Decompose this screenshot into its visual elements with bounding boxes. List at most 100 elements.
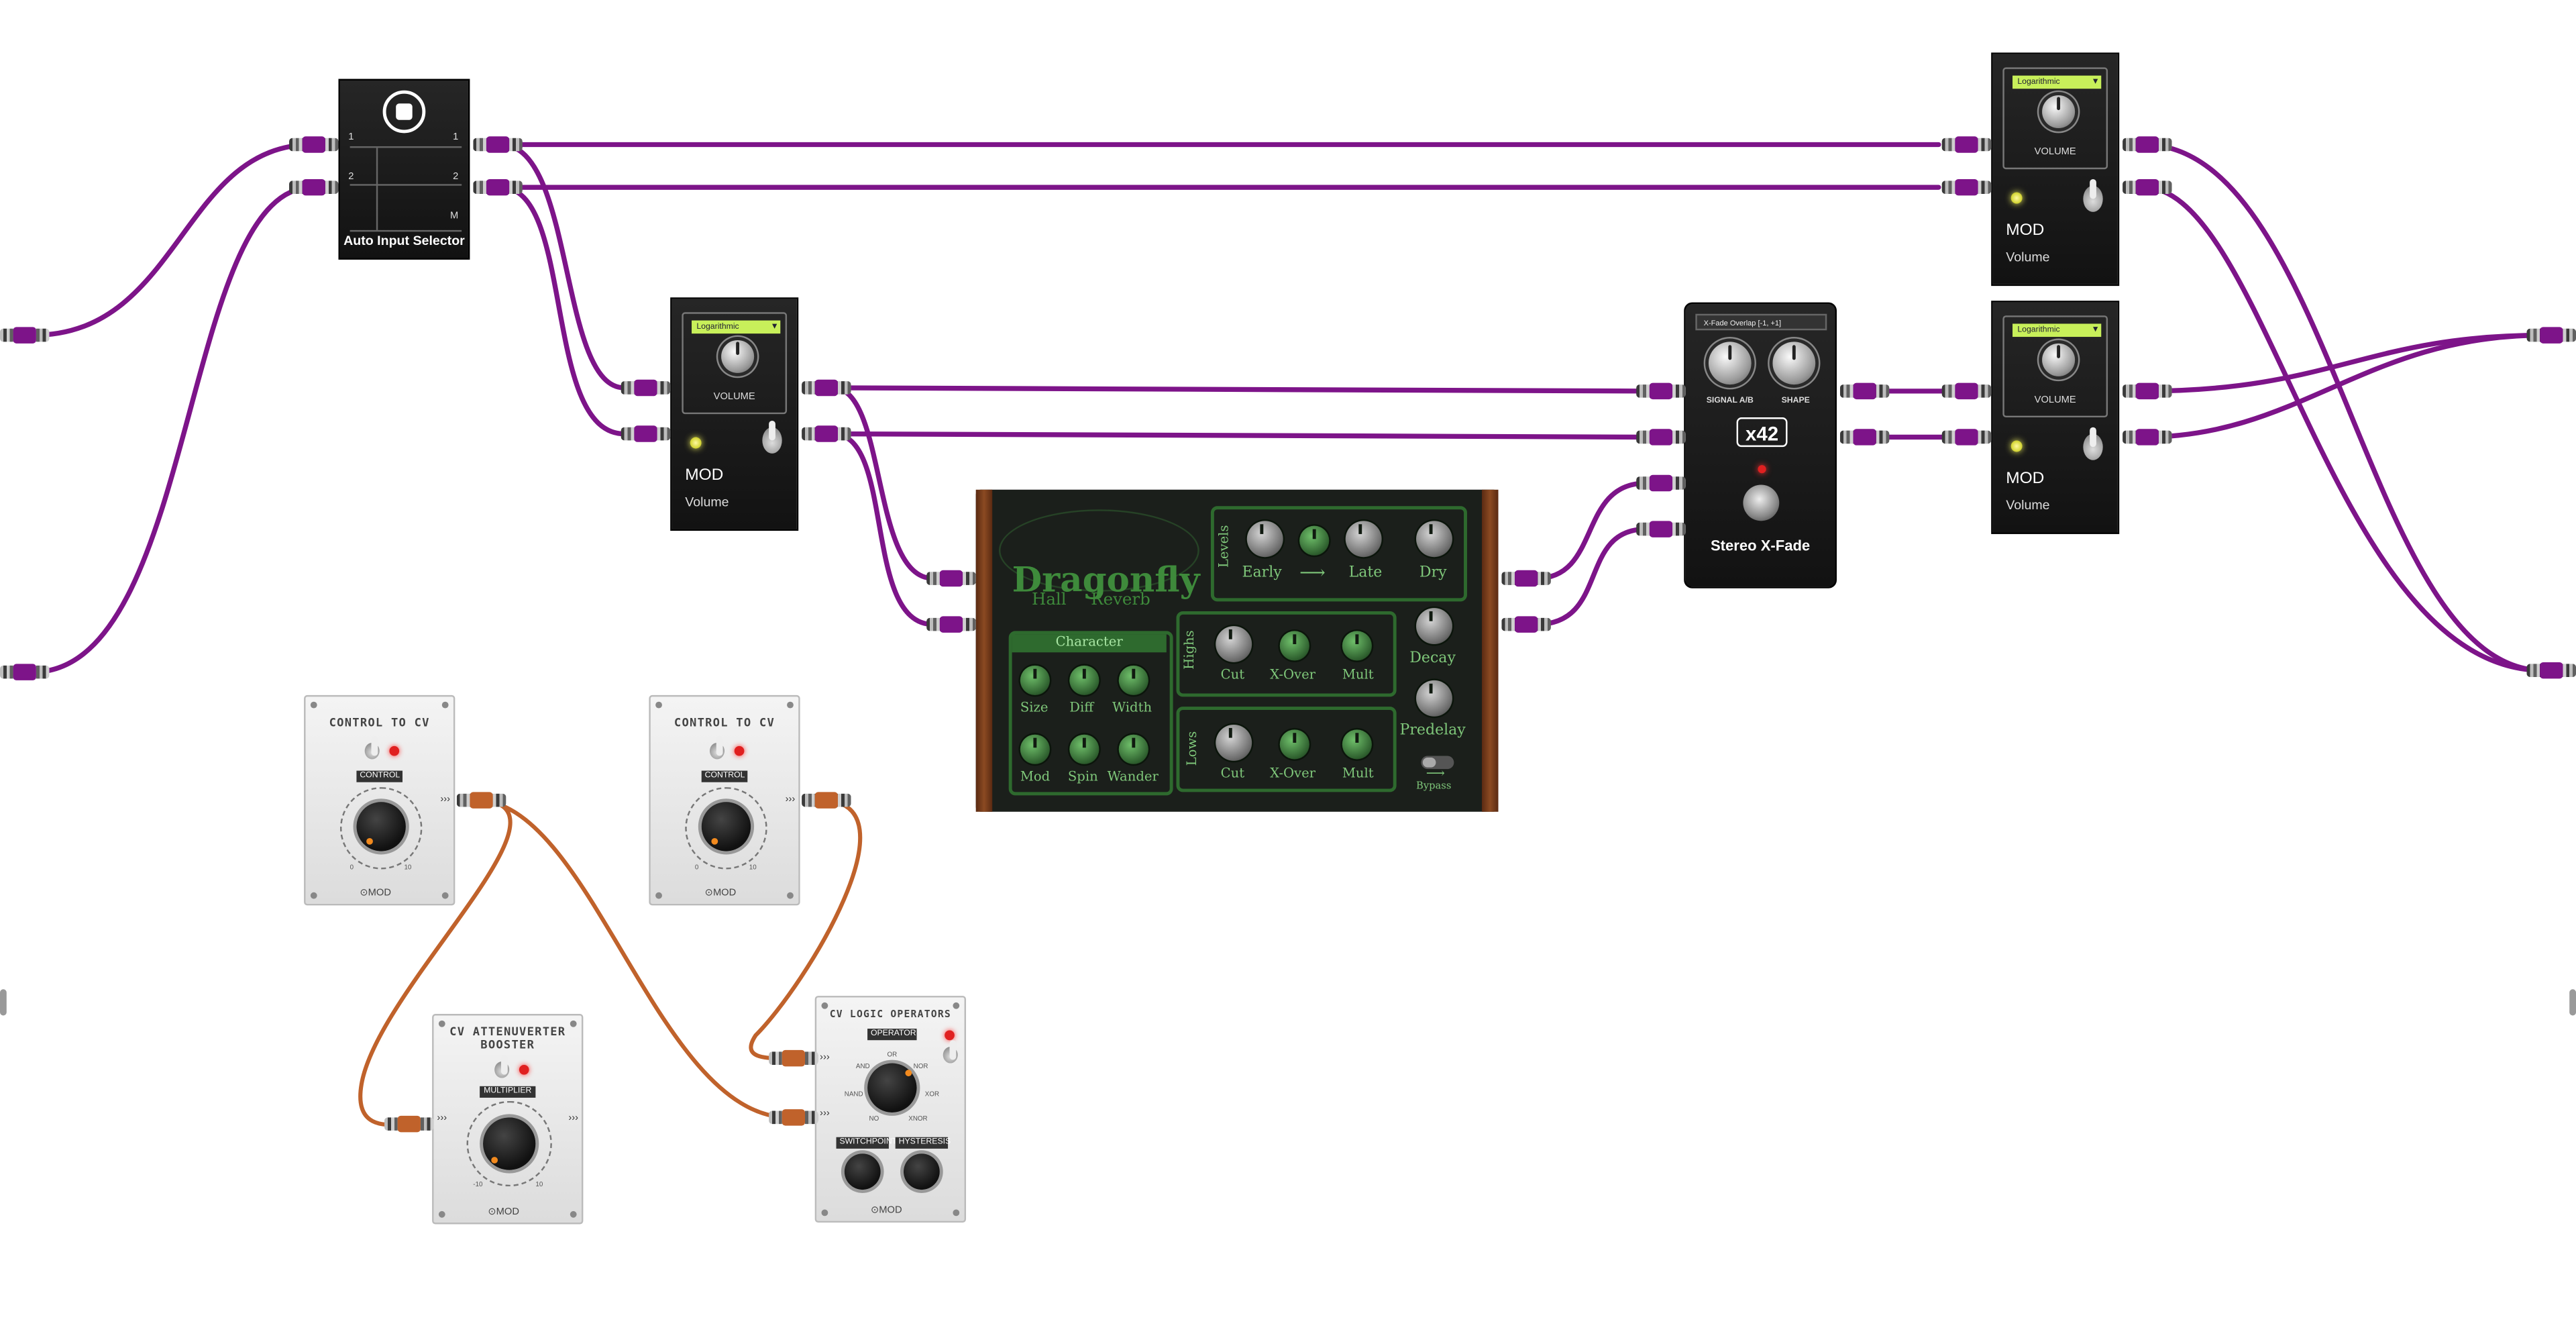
xfade-mode-select[interactable]: X-Fade Overlap [-1, +1] bbox=[1695, 313, 1827, 331]
output-jack[interactable] bbox=[802, 425, 851, 442]
input-jack[interactable] bbox=[1636, 382, 1686, 400]
cv-input-jack[interactable] bbox=[769, 1109, 818, 1126]
output-jack[interactable] bbox=[2123, 429, 2172, 446]
bypass-toggle[interactable] bbox=[1421, 756, 1454, 770]
mode-select[interactable]: Logarithmic bbox=[2012, 323, 2102, 338]
volume-knob[interactable] bbox=[2042, 95, 2076, 129]
output-jack[interactable] bbox=[2123, 178, 2172, 196]
hysteresis-knob[interactable] bbox=[903, 1153, 940, 1190]
audio-cable bbox=[1534, 526, 1649, 627]
output-jack[interactable] bbox=[1839, 382, 1890, 400]
output-jack[interactable] bbox=[1839, 429, 1890, 446]
control-knob[interactable] bbox=[356, 802, 406, 851]
input-jack[interactable] bbox=[1941, 178, 1992, 196]
cv-logic-operators-pedal[interactable]: CV LOGIC OPERATORS OPERATOR OR NOR AND X… bbox=[814, 996, 967, 1223]
early-knob[interactable] bbox=[1246, 521, 1283, 558]
bypass-footswitch[interactable] bbox=[762, 420, 782, 454]
mod-knob[interactable] bbox=[1020, 734, 1050, 764]
decay-knob[interactable] bbox=[1416, 608, 1452, 645]
wander-knob[interactable] bbox=[1118, 734, 1148, 764]
input-jack[interactable] bbox=[1636, 521, 1686, 537]
control-knob[interactable] bbox=[701, 802, 751, 851]
input-jack[interactable] bbox=[1636, 474, 1686, 492]
lows-mult-knob[interactable] bbox=[1342, 729, 1372, 760]
output-jack[interactable] bbox=[802, 379, 851, 397]
switchpoint-tag: SWITCHPOINT bbox=[836, 1137, 897, 1149]
diff-knob[interactable] bbox=[1069, 665, 1099, 695]
shape-knob[interactable] bbox=[1772, 342, 1816, 385]
switchpoint-knob[interactable] bbox=[844, 1153, 881, 1190]
predelay-knob[interactable] bbox=[1416, 680, 1452, 717]
bypass-footswitch[interactable] bbox=[2083, 427, 2103, 460]
input-jack[interactable] bbox=[621, 425, 671, 442]
multiplier-tag: MULTIPLIER bbox=[480, 1086, 536, 1098]
input-jack[interactable] bbox=[289, 178, 339, 196]
cv-output-jack[interactable] bbox=[802, 792, 851, 809]
early-late-link-knob[interactable] bbox=[1299, 525, 1330, 556]
output-jack[interactable] bbox=[2123, 382, 2172, 400]
output-jack[interactable] bbox=[1501, 570, 1551, 587]
input-jack[interactable] bbox=[1941, 136, 1992, 153]
pedal-title: CONTROL TO CV bbox=[674, 716, 775, 730]
highs-cut-knob[interactable] bbox=[1216, 626, 1252, 662]
input-2-label: 2 bbox=[348, 172, 354, 183]
board-output-jack[interactable] bbox=[2526, 662, 2576, 679]
output-jack[interactable] bbox=[473, 136, 523, 153]
output-jack[interactable] bbox=[473, 178, 523, 196]
volume-pedal-3[interactable]: Logarithmic VOLUME MOD Volume bbox=[1991, 301, 2120, 534]
highs-mult-knob[interactable] bbox=[1342, 631, 1372, 661]
input-jack[interactable] bbox=[1941, 382, 1992, 400]
input-jack[interactable] bbox=[926, 570, 976, 587]
board-input-jack[interactable] bbox=[0, 327, 50, 344]
lows-mult-label: Mult bbox=[1342, 766, 1374, 781]
dragonfly-hall-reverb-pedal[interactable]: Dragonfly Hall Reverb Levels Early ⟶ Lat… bbox=[975, 489, 1499, 812]
bypass-switch[interactable] bbox=[494, 1055, 510, 1078]
volume-pedal-1[interactable]: Logarithmic VOLUME MOD Volume bbox=[670, 297, 799, 531]
cv-output-jack[interactable] bbox=[456, 792, 506, 809]
input-jack[interactable] bbox=[621, 379, 671, 397]
cv-input-jack[interactable] bbox=[384, 1115, 434, 1133]
dry-knob[interactable] bbox=[1416, 521, 1452, 558]
lows-cut-knob[interactable] bbox=[1216, 725, 1252, 761]
input-arrow-icon: ››› bbox=[437, 1114, 447, 1125]
mode-select[interactable]: Logarithmic bbox=[2012, 75, 2102, 89]
knob-indicator bbox=[905, 1070, 912, 1077]
stereo-xfade-pedal[interactable]: X-Fade Overlap [-1, +1] SIGNAL A/B SHAPE… bbox=[1684, 302, 1837, 588]
width-knob[interactable] bbox=[1118, 665, 1148, 695]
size-knob[interactable] bbox=[1020, 665, 1050, 695]
board-input-jack[interactable] bbox=[0, 664, 50, 680]
input-jack[interactable] bbox=[926, 616, 976, 633]
audio-cable bbox=[2141, 185, 2546, 673]
output-jack[interactable] bbox=[2123, 136, 2172, 153]
volume-knob[interactable] bbox=[2042, 343, 2076, 376]
highs-xover-knob[interactable] bbox=[1279, 631, 1309, 661]
auto-input-selector-pedal[interactable]: 1 2 1 2 M Auto Input Selector bbox=[338, 79, 470, 260]
volume-pedal-2[interactable]: Logarithmic VOLUME MOD Volume bbox=[1991, 52, 2120, 287]
control-to-cv-pedal-2[interactable]: CONTROL TO CV CONTROL 0 10 ⊙MOD ››› bbox=[649, 694, 800, 906]
output-1-label: 1 bbox=[453, 133, 459, 144]
mode-select[interactable]: Logarithmic bbox=[692, 320, 781, 334]
bypass-switch[interactable] bbox=[943, 1040, 958, 1064]
bypass-switch[interactable] bbox=[364, 736, 380, 760]
cv-input-jack[interactable] bbox=[769, 1049, 818, 1067]
control-to-cv-pedal-1[interactable]: CONTROL TO CV CONTROL 0 10 ⊙MOD ››› bbox=[304, 694, 455, 906]
op-no-label: NO bbox=[869, 1114, 879, 1123]
lows-xover-knob[interactable] bbox=[1279, 729, 1309, 760]
volume-knob[interactable] bbox=[721, 340, 755, 373]
input-jack[interactable] bbox=[1636, 429, 1686, 446]
pedal-title: CV LOGIC OPERATORS bbox=[829, 1009, 952, 1021]
board-output-jack[interactable] bbox=[2526, 327, 2576, 344]
footswitch-button[interactable] bbox=[1743, 484, 1780, 521]
bypass-switch[interactable] bbox=[709, 736, 725, 760]
bypass-footswitch[interactable] bbox=[2083, 178, 2103, 212]
signal-ab-knob[interactable] bbox=[1708, 342, 1752, 385]
spin-knob[interactable] bbox=[1069, 734, 1099, 764]
input-jack[interactable] bbox=[289, 136, 339, 153]
cv-attenuverter-booster-pedal[interactable]: CV ATTENUVERTER BOOSTER MULTIPLIER -10 1… bbox=[432, 1014, 584, 1225]
input-jack[interactable] bbox=[1941, 429, 1992, 446]
multiplier-knob[interactable] bbox=[483, 1117, 536, 1170]
min-label: 0 bbox=[694, 862, 699, 871]
output-jack[interactable] bbox=[1501, 616, 1551, 633]
late-knob[interactable] bbox=[1345, 521, 1382, 558]
